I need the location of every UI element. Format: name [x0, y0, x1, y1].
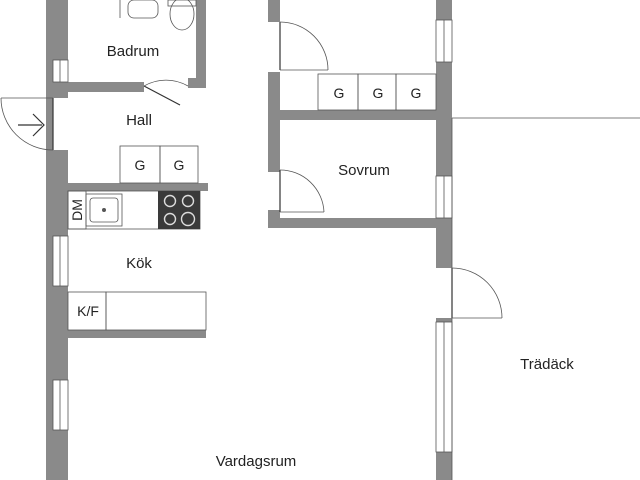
dishwasher-label: DM	[69, 199, 85, 221]
doors	[0, 21, 503, 319]
wardrobe-3	[395, 73, 437, 111]
wall-left-outer-lower	[53, 150, 68, 480]
wardrobe-3-label: G	[411, 85, 422, 101]
wardrobes-hall: G G	[119, 145, 199, 184]
room-label-vardagsrum: Vardagsrum	[216, 453, 297, 470]
toilet-icon	[167, 0, 197, 31]
walls	[46, 0, 452, 480]
room-labels: Badrum Hall Kök Sovrum Vardagsrum Trädäc…	[107, 43, 575, 470]
window-kitchen-left	[52, 235, 69, 287]
room-label-kok: Kök	[126, 255, 152, 272]
wall-bath-bottom	[68, 82, 144, 92]
wall-sovrum-bottom	[272, 218, 452, 228]
lower-counter	[105, 291, 207, 331]
bathroom-fixtures	[119, 0, 197, 31]
fridge-freezer-label: K/F	[77, 303, 99, 319]
window-bath-left	[52, 59, 69, 83]
room-label-hall: Hall	[126, 112, 152, 129]
wardrobe-hall-1-label: G	[135, 157, 146, 173]
wardrobe-2-label: G	[373, 85, 384, 101]
room-label-badrum: Badrum	[107, 43, 160, 60]
stove-icon	[158, 191, 200, 229]
deck	[451, 117, 640, 480]
wall-kitchen-top	[68, 183, 208, 191]
wall-left-outer	[53, 0, 68, 98]
wall-bath-right	[196, 0, 206, 82]
room-label-tradack: Trädäck	[520, 356, 574, 373]
windows	[52, 19, 453, 453]
sink-icon	[85, 193, 123, 227]
door-bath-leaf	[143, 85, 181, 106]
wardrobes-sovrum: G G G	[317, 73, 437, 111]
wardrobe-hall-2	[159, 145, 199, 184]
shower-icon	[119, 0, 159, 19]
kitchen-counter: DM	[67, 190, 201, 230]
wardrobe-1-label: G	[334, 85, 345, 101]
wall-left-shade	[46, 0, 53, 480]
wall-center-top	[268, 0, 280, 22]
wall-kitchen-lower	[68, 330, 206, 338]
wardrobe-hall-2-label: G	[174, 157, 185, 173]
window-living-left	[52, 379, 69, 431]
kf-counter: K/F	[67, 291, 207, 331]
wall-sovrum-top	[280, 110, 440, 120]
wall-bath-bottom-right	[188, 78, 206, 88]
wall-center-mid	[268, 72, 280, 172]
entrance-arrow-icon	[18, 113, 45, 137]
room-label-sovrum: Sovrum	[338, 162, 390, 179]
